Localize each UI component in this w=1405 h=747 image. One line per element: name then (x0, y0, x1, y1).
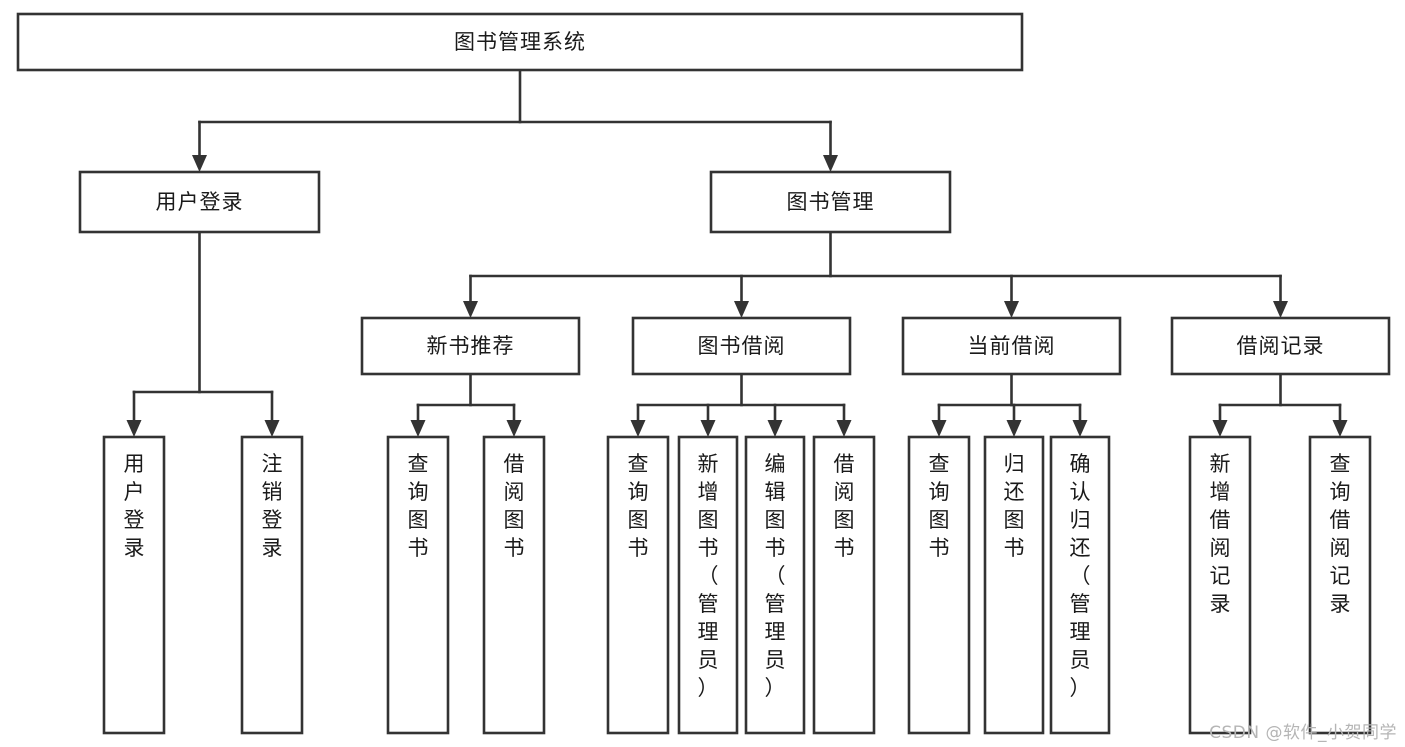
node-book-borrow[interactable]: 图书借阅 (631, 316, 852, 376)
node-label-leaf-add-book: 新增图书（管理员） (698, 452, 719, 700)
node-box-leaf-return-book[interactable] (983, 435, 1045, 735)
node-box-leaf-query-book-3[interactable] (907, 435, 971, 735)
node-label-new-book-rec: 新书推荐 (427, 334, 515, 358)
node-box-leaf-query-record[interactable] (1308, 435, 1372, 735)
node-root[interactable]: 图书管理系统 (16, 12, 1024, 72)
node-label-leaf-user-login: 用户登录 (124, 452, 145, 560)
node-label-leaf-query-book-3: 查询图书 (929, 452, 950, 560)
node-leaf-borrow-book-1[interactable]: 借阅图书 (482, 435, 546, 735)
node-box-leaf-add-book[interactable] (677, 435, 739, 735)
node-box-borrow-record[interactable] (1170, 316, 1391, 376)
node-label-leaf-add-record: 新增借阅记录 (1210, 452, 1231, 616)
node-label-leaf-confirm-return: 确认归还（管理员） (1070, 452, 1091, 700)
node-label-leaf-query-book-1: 查询图书 (408, 452, 429, 560)
node-borrow-record[interactable]: 借阅记录 (1170, 316, 1391, 376)
node-box-root[interactable] (16, 12, 1024, 72)
node-leaf-query-record[interactable]: 查询借阅记录 (1308, 435, 1372, 735)
node-box-book-manage[interactable] (709, 170, 952, 234)
node-box-leaf-user-login[interactable] (102, 435, 166, 735)
node-leaf-confirm-return[interactable]: 确认归还（管理员） (1049, 435, 1111, 735)
node-label-leaf-query-book-2: 查询图书 (628, 452, 649, 560)
node-leaf-query-book-2[interactable]: 查询图书 (606, 435, 670, 735)
node-leaf-user-login[interactable]: 用户登录 (102, 435, 166, 735)
node-box-leaf-borrow-book-2[interactable] (812, 435, 876, 735)
node-label-leaf-query-record: 查询借阅记录 (1330, 452, 1351, 616)
node-new-book-rec[interactable]: 新书推荐 (360, 316, 581, 376)
node-label-leaf-logout: 注销登录 (262, 452, 283, 560)
node-box-leaf-add-record[interactable] (1188, 435, 1252, 735)
node-leaf-borrow-book-2[interactable]: 借阅图书 (812, 435, 876, 735)
node-label-borrow-record: 借阅记录 (1237, 334, 1325, 358)
node-label-user-login: 用户登录 (156, 190, 244, 214)
node-leaf-add-book[interactable]: 新增图书（管理员） (677, 435, 739, 735)
node-box-user-login[interactable] (78, 170, 321, 234)
node-user-login[interactable]: 用户登录 (78, 170, 321, 234)
node-box-leaf-borrow-book-1[interactable] (482, 435, 546, 735)
node-label-leaf-borrow-book-2: 借阅图书 (834, 452, 855, 560)
node-leaf-query-book-1[interactable]: 查询图书 (386, 435, 450, 735)
node-leaf-edit-book[interactable]: 编辑图书（管理员） (744, 435, 806, 735)
node-leaf-query-book-3[interactable]: 查询图书 (907, 435, 971, 735)
node-box-current-borrow[interactable] (901, 316, 1122, 376)
node-label-current-borrow: 当前借阅 (968, 334, 1056, 358)
node-box-leaf-logout[interactable] (240, 435, 304, 735)
node-leaf-return-book[interactable]: 归还图书 (983, 435, 1045, 735)
node-box-new-book-rec[interactable] (360, 316, 581, 376)
node-label-leaf-borrow-book-1: 借阅图书 (504, 452, 525, 560)
node-book-manage[interactable]: 图书管理 (709, 170, 952, 234)
node-current-borrow[interactable]: 当前借阅 (901, 316, 1122, 376)
node-label-leaf-edit-book: 编辑图书（管理员） (765, 452, 786, 700)
node-box-leaf-query-book-1[interactable] (386, 435, 450, 735)
node-box-leaf-confirm-return[interactable] (1049, 435, 1111, 735)
node-label-book-borrow: 图书借阅 (698, 334, 786, 358)
node-box-book-borrow[interactable] (631, 316, 852, 376)
node-label-root: 图书管理系统 (454, 30, 586, 54)
node-leaf-add-record[interactable]: 新增借阅记录 (1188, 435, 1252, 735)
node-label-leaf-return-book: 归还图书 (1004, 452, 1025, 560)
node-box-leaf-edit-book[interactable] (744, 435, 806, 735)
connectors-layer (126, 68, 1348, 437)
node-box-leaf-query-book-2[interactable] (606, 435, 670, 735)
node-label-book-manage: 图书管理 (787, 190, 875, 214)
node-leaf-logout[interactable]: 注销登录 (240, 435, 304, 735)
nodes-layer: 图书管理系统用户登录图书管理新书推荐图书借阅当前借阅借阅记录用户登录注销登录查询… (16, 12, 1391, 735)
